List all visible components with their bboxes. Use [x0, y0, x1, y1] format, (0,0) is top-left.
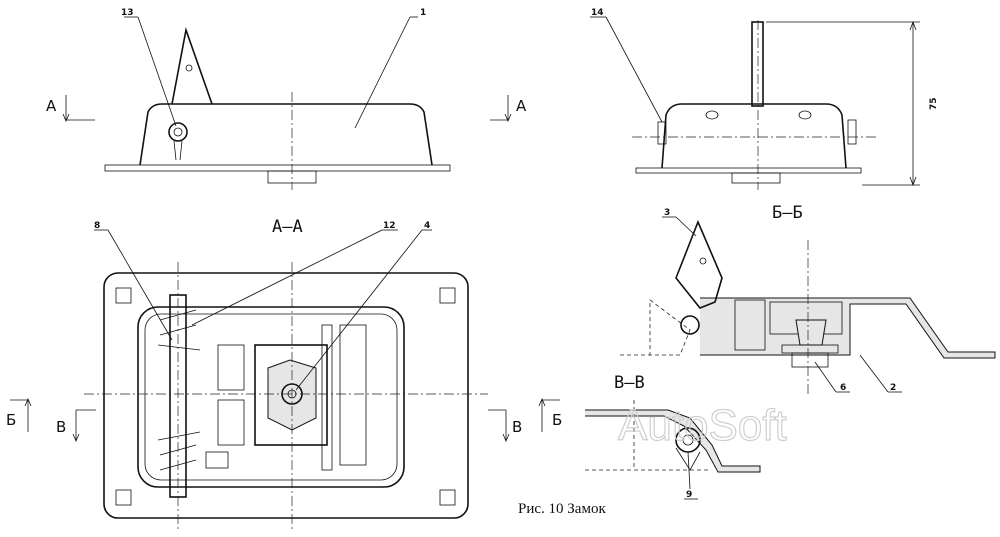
section-arrow-v-right-head	[502, 433, 510, 443]
section-aa-hole-bl	[115, 489, 132, 506]
callout-12-leader	[191, 229, 383, 326]
section-bb-nut	[791, 352, 829, 368]
section-vv-title: В–В	[614, 373, 645, 393]
front-view: А 13 1	[46, 8, 451, 190]
section-aa-housing	[137, 306, 405, 488]
section-arrow-v-left-head	[72, 433, 80, 443]
callout-2-leader	[859, 354, 889, 393]
callout-8: 8	[94, 221, 100, 231]
side-view-housing	[661, 103, 847, 169]
section-aa-hole-br	[439, 489, 456, 506]
callout-3: 3	[664, 208, 670, 218]
section-aa-plate	[103, 272, 469, 519]
callout-13-leader	[137, 16, 177, 127]
section-vv-latch-pivot	[682, 434, 694, 446]
section-aa-latch-frame	[254, 344, 328, 446]
section-bb-block	[734, 299, 766, 351]
section-vv-housing	[585, 409, 761, 473]
callout-8-leader	[107, 229, 173, 341]
section-bb-handle	[675, 219, 723, 309]
section-bb: Б–Б 3 6 2	[620, 203, 996, 395]
side-view-rivet-right	[798, 110, 812, 120]
section-arrow-b-right-label: Б	[552, 411, 562, 429]
section-vv-pawl	[675, 447, 701, 471]
callout-6-leader	[814, 361, 837, 393]
section-bb-bolt	[795, 319, 827, 346]
view-arrow-a-right-label: А	[516, 97, 527, 115]
callout-9-leader	[687, 451, 691, 490]
dimension-arrows	[909, 20, 917, 187]
view-arrow-a-right-head	[504, 113, 512, 123]
side-view-boss	[731, 172, 781, 184]
side-view-rivet-left	[705, 110, 719, 120]
callout-13: 13	[121, 8, 134, 18]
callout-2: 2	[890, 383, 896, 393]
section-aa-springs	[157, 309, 201, 471]
side-view-flange	[635, 167, 862, 174]
section-arrow-b-left-label: Б	[6, 411, 16, 429]
side-view-right-fastener	[847, 119, 857, 145]
front-view-handle	[171, 26, 213, 105]
figure-caption: Рис. 10 Замок	[518, 501, 606, 517]
section-bb-title: Б–Б	[772, 203, 803, 223]
callout-4-leader	[295, 229, 423, 391]
view-arrow-a-left-label: А	[46, 97, 57, 115]
callout-12: 12	[383, 221, 396, 231]
section-aa-block-lower	[217, 399, 245, 446]
section-arrow-b-right-head	[538, 397, 546, 407]
side-view-handle	[751, 21, 764, 107]
section-aa-hole-tr	[439, 287, 456, 304]
front-view-key-slot	[173, 127, 183, 137]
section-vv: В–В 9	[585, 373, 761, 500]
front-view-key-cylinder	[168, 122, 188, 142]
front-view-key	[173, 140, 183, 161]
section-aa-hole-tl	[115, 287, 132, 304]
callout-1: 1	[420, 8, 426, 18]
front-view-handle-pivot	[185, 64, 193, 72]
section-aa-bracket	[339, 324, 367, 466]
callout-6: 6	[840, 383, 846, 393]
section-arrow-b-left-head	[24, 397, 32, 407]
callout-14-leader	[605, 16, 663, 123]
front-view-flange	[104, 164, 451, 172]
section-aa-title: А–А	[272, 217, 303, 237]
callout-4: 4	[424, 221, 430, 231]
section-bb-panel	[620, 299, 691, 356]
section-aa-block-upper	[217, 344, 245, 391]
section-arrow-v-right-label: В	[512, 418, 522, 436]
view-arrow-a-left-head	[62, 113, 70, 123]
section-aa-latch-plate	[321, 324, 333, 471]
callout-1-leader	[354, 16, 411, 129]
callout-3-leader	[675, 216, 697, 237]
callout-9: 9	[686, 490, 692, 500]
section-aa: А–А Б В В	[6, 217, 562, 530]
dimension-75: 75	[929, 97, 939, 110]
front-view-housing	[139, 103, 433, 166]
section-aa-housing-inner	[144, 313, 398, 481]
callout-14: 14	[591, 8, 604, 18]
section-bb-handle-pivot	[699, 257, 707, 265]
section-bb-hinge	[680, 315, 700, 335]
side-view: 75 А 14	[490, 8, 939, 190]
section-aa-small-block	[205, 451, 229, 469]
watermark: AutoSoft	[618, 401, 787, 450]
section-bb-housing	[700, 297, 996, 359]
section-arrow-v-left-label: В	[56, 418, 66, 436]
